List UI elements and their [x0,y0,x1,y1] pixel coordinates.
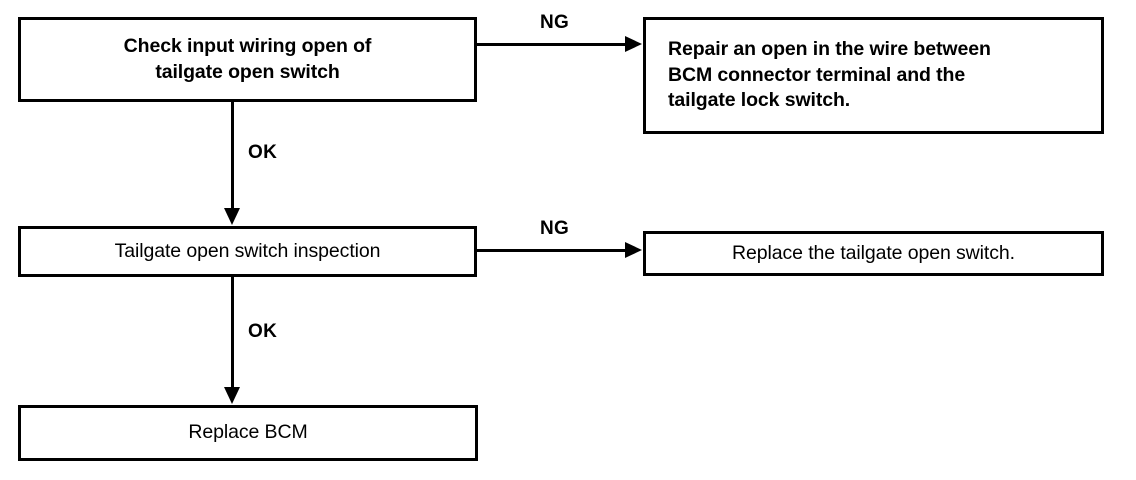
edge-ng-1-arrowhead [625,36,642,52]
edge-ok-2-line [231,277,234,388]
node-replace-tailgate-switch[interactable]: Replace the tailgate open switch. [643,231,1104,276]
edge-ok-1-arrowhead [224,208,240,225]
node-replace-tailgate-switch-label: Replace the tailgate open switch. [732,241,1015,264]
edge-ok-1-line [231,102,234,209]
edge-ng-2-line [477,249,627,252]
node-check-input-wiring-label: Check input wiring open of tailgate open… [123,35,372,83]
edge-ok-2-label: OK [248,321,278,342]
edge-ng-1-label: NG [540,12,570,33]
edge-ng-2-arrowhead [625,242,642,258]
edge-ng-2-label: NG [540,218,570,239]
node-repair-open-wire-label: Repair an open in the wire between BCM c… [668,38,991,112]
node-tailgate-switch-inspection-label: Tailgate open switch inspection [114,239,381,262]
node-replace-bcm[interactable]: Replace BCM [18,405,478,461]
node-replace-bcm-label: Replace BCM [188,421,308,444]
node-tailgate-switch-inspection[interactable]: Tailgate open switch inspection [18,226,477,277]
edge-ok-2-arrowhead [224,387,240,404]
edge-ok-1-label: OK [248,142,278,163]
edge-ng-1-line [477,43,627,46]
node-repair-open-wire[interactable]: Repair an open in the wire between BCM c… [643,17,1104,134]
node-check-input-wiring[interactable]: Check input wiring open of tailgate open… [18,17,477,102]
